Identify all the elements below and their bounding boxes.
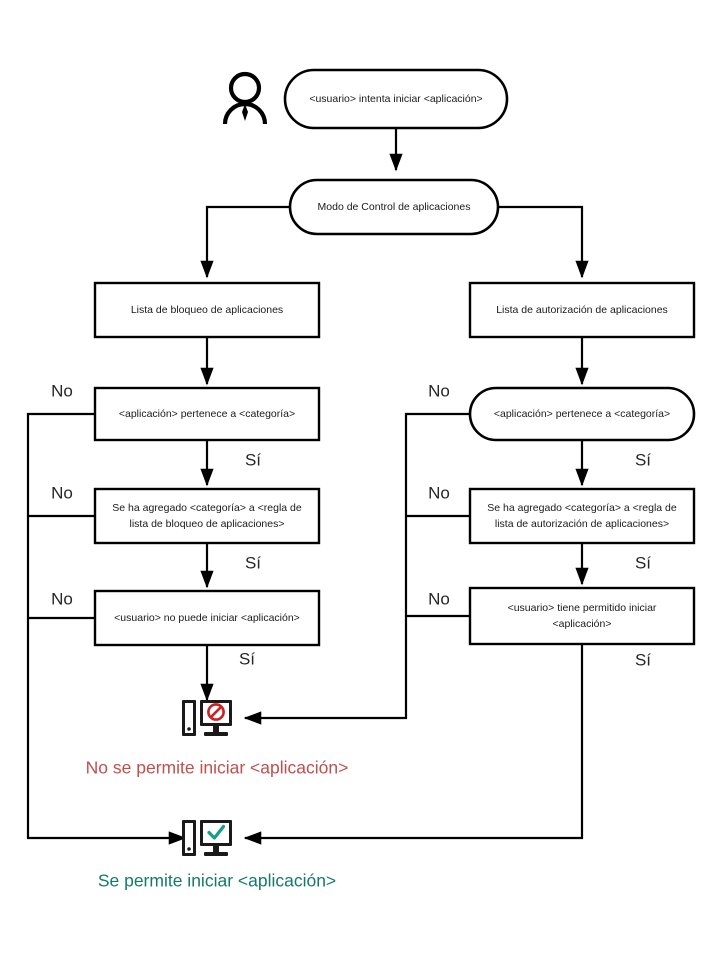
node-mode: Modo de Control de aplicaciones: [288, 178, 500, 236]
node-allow-user: <usuario> tiene permitido iniciar <aplic…: [468, 586, 696, 646]
edge-label-deny-user-no: No: [51, 589, 73, 608]
edge-label-allow-rule-si: Sí: [635, 553, 651, 572]
node-allow-user-label-line1: <usuario> tiene permitido iniciar: [508, 602, 657, 614]
edge-label-deny-rule-si: Sí: [245, 553, 261, 572]
node-deny-rule: Se ha agregado <categoría> a <regla de l…: [93, 487, 321, 545]
edge-allow-category-no: [243, 412, 470, 725]
node-start: <usuario> intenta iniciar <aplicación>: [283, 68, 509, 130]
edge-label-deny-rule-no: No: [51, 483, 73, 502]
edge-allow-user-si: [243, 644, 584, 845]
node-denylist: Lista de bloqueo de aplicaciones: [93, 281, 321, 339]
node-allow-rule: Se ha agregado <categoría> a <regla de l…: [468, 487, 696, 545]
node-allow-category: <aplicación> pertenece a <categoría>: [468, 386, 696, 442]
node-deny-category-label: <aplicación> pertenece a <categoría>: [119, 408, 295, 420]
node-deny-rule-label-line2: lista de bloqueo de aplicaciones>: [130, 518, 285, 530]
node-deny-rule-label-line1: Se ha agregado <categoría> a <regla de: [112, 502, 302, 514]
node-allow-user-label-line2: <aplicación>: [553, 618, 612, 630]
caption-denied: No se permite iniciar <aplicación>: [86, 758, 349, 778]
node-start-label: <usuario> intenta iniciar <aplicación>: [309, 93, 482, 105]
edge-deny-category-no: [26, 412, 187, 845]
edge-label-deny-category-no: No: [51, 381, 73, 400]
edge-label-allow-rule-no: No: [428, 483, 450, 502]
edge-label-deny-category-si: Sí: [245, 450, 261, 469]
node-denylist-label: Lista de bloqueo de aplicaciones: [131, 304, 283, 316]
caption-allowed: Se permite iniciar <aplicación>: [98, 871, 336, 891]
edge-label-allow-category-no: No: [428, 381, 450, 400]
edge-mode-to-denylist: [200, 205, 290, 279]
user-person-icon: [222, 71, 268, 125]
edge-label-allow-user-si: Sí: [635, 650, 651, 669]
edge-label-allow-category-si: Sí: [635, 450, 651, 469]
edge-label-deny-user-si: Sí: [239, 649, 255, 668]
node-deny-category: <aplicación> pertenece a <categoría>: [93, 386, 321, 442]
node-allowlist-label: Lista de autorización de aplicaciones: [496, 304, 668, 316]
node-allowlist: Lista de autorización de aplicaciones: [468, 281, 696, 339]
computer-blocked-icon: [182, 700, 232, 736]
edge-label-allow-user-no: No: [428, 589, 450, 608]
node-mode-label: Modo de Control de aplicaciones: [318, 201, 471, 213]
node-allow-rule-label-line2: lista de autorización de aplicaciones>: [495, 518, 669, 530]
node-deny-user-label: <usuario> no puede iniciar <aplicación>: [114, 612, 300, 624]
node-allow-category-label: <aplicación> pertenece a <categoría>: [494, 408, 670, 420]
edge-mode-to-allowlist: [498, 205, 589, 279]
node-deny-user: <usuario> no puede iniciar <aplicación>: [93, 589, 321, 647]
computer-allowed-icon: [182, 820, 232, 856]
node-allow-rule-label-line1: Se ha agregado <categoría> a <regla de: [487, 502, 677, 514]
